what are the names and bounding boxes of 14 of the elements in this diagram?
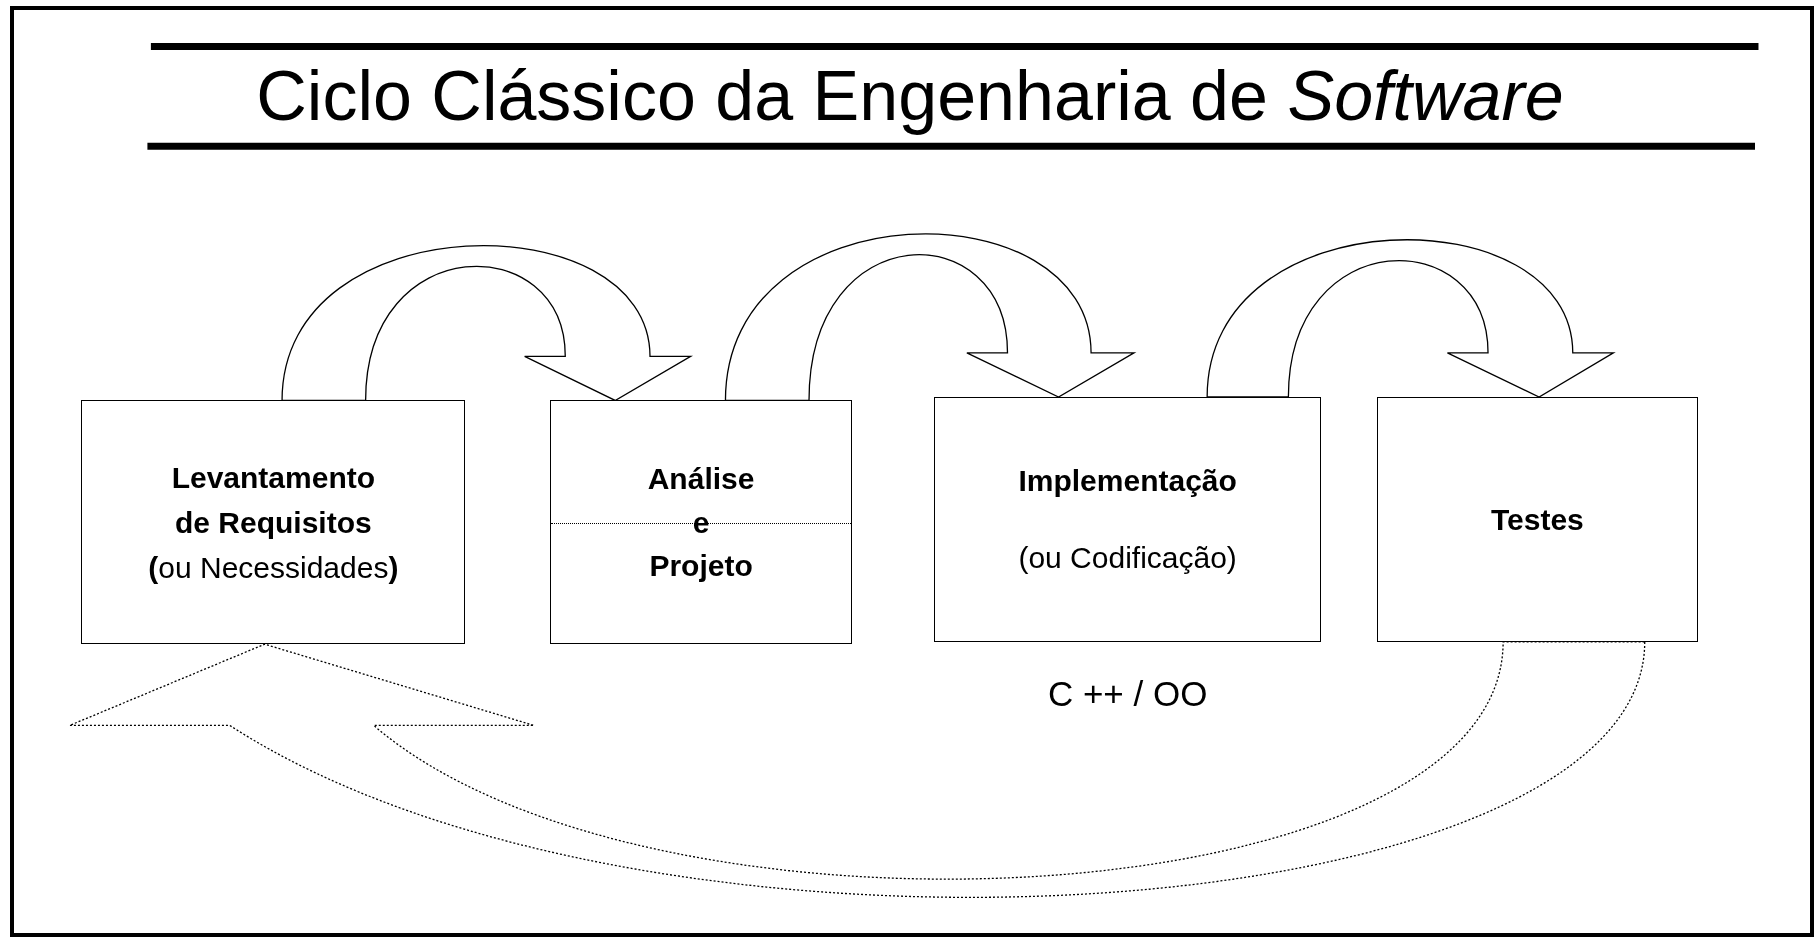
process-box — [934, 396, 1321, 642]
title: Ciclo Clássico da Engenharia de Software — [255, 56, 1565, 136]
curved-block-arrow — [724, 233, 1135, 402]
box-label: (ou Necessidades) — [148, 549, 399, 586]
process-box — [81, 400, 466, 645]
note: C ++ / OO — [1047, 673, 1208, 714]
box-label: Implementação — [1018, 463, 1237, 500]
process-box — [550, 400, 852, 645]
curved-block-arrow — [281, 245, 692, 402]
curved-block-arrow — [1206, 239, 1615, 398]
box-label: Testes — [1490, 501, 1584, 538]
curved-block-arrow — [69, 641, 1646, 898]
box-label: (ou Codificação) — [1018, 540, 1237, 577]
process-box — [1376, 396, 1699, 642]
